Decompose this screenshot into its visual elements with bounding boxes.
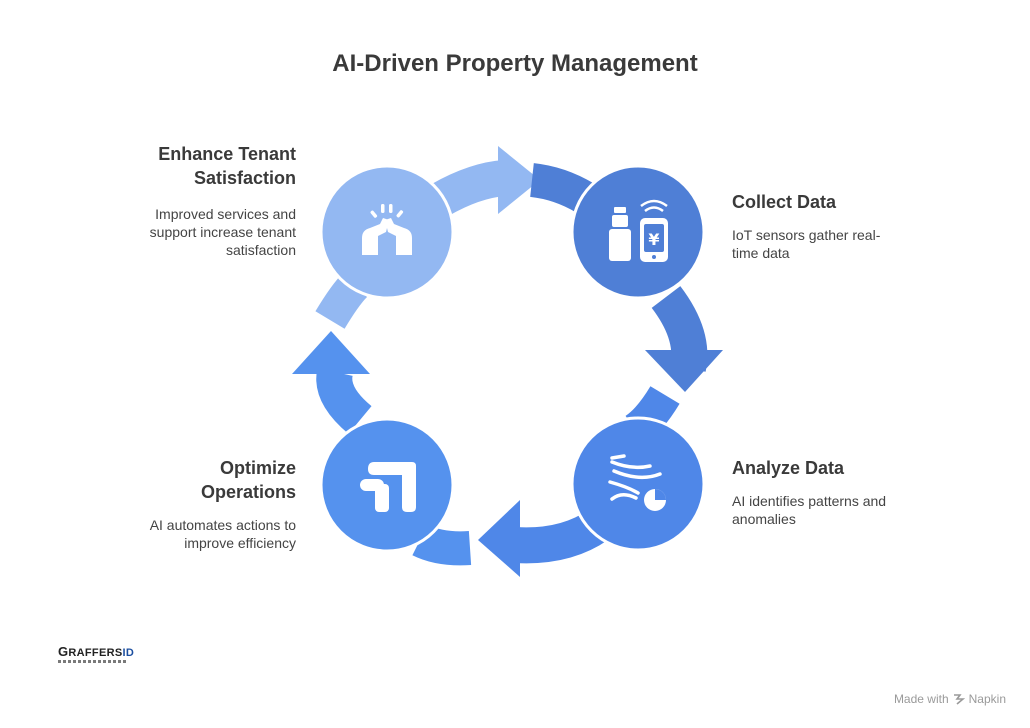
stage-title-analyze: Analyze Data (732, 458, 845, 478)
napkin-brand: Napkin (968, 692, 1006, 706)
stage-node-optimize (319, 417, 455, 553)
arrowhead-left (478, 500, 520, 577)
arc-optimize-to-enhance (316, 368, 372, 434)
stage-title-collect: Collect Data (732, 192, 837, 212)
stage-desc-analyze: AI identifies patterns and anomalies (732, 493, 887, 527)
made-with-napkin: Made with Napkin (894, 692, 1006, 706)
data-wave-pie-icon (608, 454, 666, 511)
arrowhead-right (498, 146, 540, 214)
made-with-label: Made with (893, 692, 949, 706)
arrowhead-up (292, 331, 370, 374)
automation-icon (360, 462, 416, 512)
svg-text:¥: ¥ (648, 230, 659, 249)
stage-title-enhance: Enhance Tenant Satisfaction (158, 144, 296, 188)
stage-desc-optimize: AI automates actions to improve efficien… (149, 517, 296, 551)
diagram-title: AI-Driven Property Management (332, 50, 698, 77)
high-five-icon (362, 204, 412, 255)
arc-analyze-to-optimize (513, 509, 609, 564)
stage-node-analyze (570, 416, 706, 552)
stage-title-optimize: Optimize Operations (200, 458, 296, 502)
arrowhead-down (645, 350, 723, 392)
graffersid-logo: GRAFFERSID (58, 644, 134, 663)
stage-desc-collect: IoT sensors gather real- time data (732, 227, 881, 261)
stage-node-enhance (319, 164, 455, 300)
iot-sensor-phone-icon: ¥ (609, 199, 668, 262)
stage-node-collect: ¥ (570, 164, 706, 300)
arc-enhance-to-collect (431, 160, 507, 216)
napkin-logo-icon (953, 694, 965, 705)
stage-desc-enhance: Improved services and support increase t… (149, 206, 296, 258)
